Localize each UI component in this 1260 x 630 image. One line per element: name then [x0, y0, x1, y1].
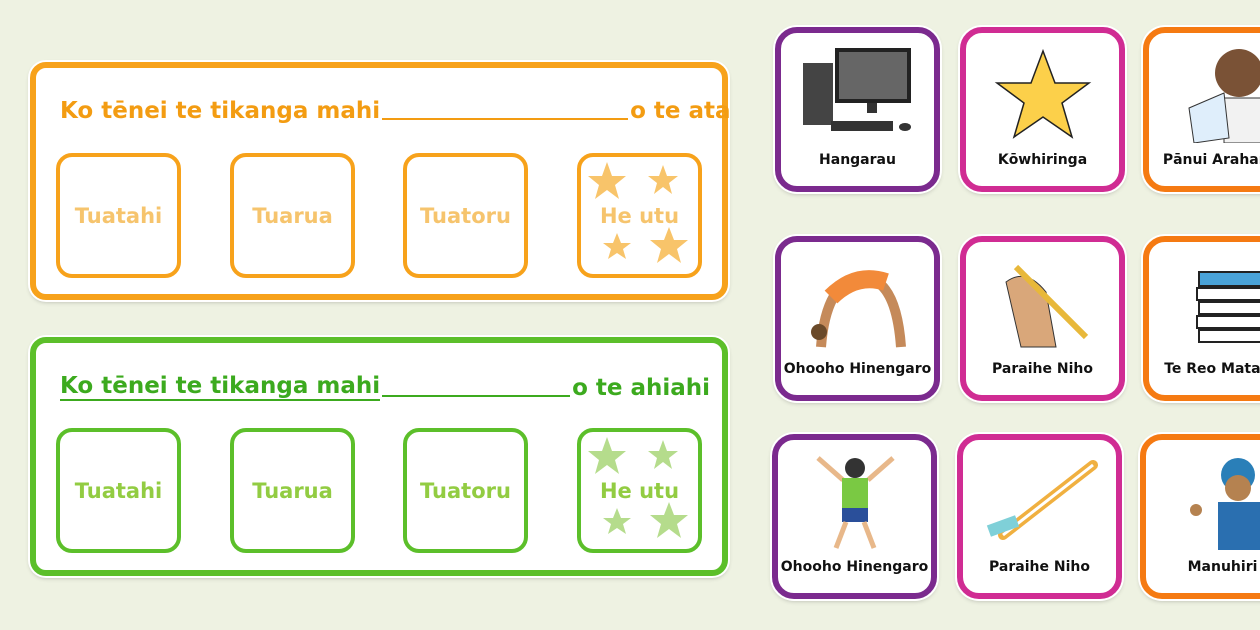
title-end: o te ahiahi [572, 375, 711, 401]
step-box-third: Tuatoru [403, 428, 528, 553]
star-jump-icon [816, 456, 895, 549]
stars-icon [588, 437, 688, 538]
board-title: Ko tēnei te tikanga mahi o te ata [60, 98, 731, 124]
card-paraihe-niho: Paraihe Niho [960, 236, 1125, 401]
books-icon [1196, 271, 1260, 343]
box-label: Tuatoru [420, 203, 511, 228]
card-label: Ohooho Hinengaro [783, 361, 932, 377]
card-label: Ohooho Hinengaro [780, 559, 929, 575]
computer-icon [803, 48, 911, 131]
card-label: Paraihe Niho [992, 361, 1093, 377]
card-label: Te Reo Matatini [1164, 361, 1260, 377]
reading-icon [1188, 49, 1260, 143]
card-label: Paraihe Niho [989, 559, 1090, 575]
box-label: Tuatahi [74, 478, 163, 503]
box-label: Tuarua [252, 203, 333, 228]
box-label: He utu [599, 478, 680, 503]
title-start: Ko tēnei te tikanga mahi [60, 98, 381, 124]
morning-routine-board: Ko tēnei te tikanga mahi o te ata Tuatah… [30, 62, 731, 300]
star-icon [994, 48, 1092, 139]
evening-routine-board: Ko tēnei te tikanga mahi o te ahiahi Tua… [30, 337, 728, 576]
box-label: Tuatoru [420, 478, 511, 503]
writing-hand-icon [1005, 264, 1089, 348]
box-label: He utu [599, 203, 680, 228]
title-end: o te ata [630, 98, 731, 124]
blank-line [382, 118, 629, 120]
reward-box: He utu [577, 428, 702, 553]
card-ohooho-hinengaro: Ohooho Hinengaro [775, 236, 940, 401]
card-label: Kōwhiringa [997, 152, 1088, 168]
stars-icon [588, 162, 688, 263]
step-box-second: Tuarua [230, 153, 355, 278]
toothbrush-icon [986, 460, 1098, 540]
box-label: Tuarua [252, 478, 333, 503]
card-kowhiringa: Kōwhiringa [960, 27, 1125, 192]
card-paraihe-niho-2: Paraihe Niho [957, 434, 1122, 599]
step-box-first: Tuatahi [56, 428, 181, 553]
card-ohooho-hinengaro-2: Ohooho Hinengaro [772, 434, 937, 599]
card-label: Hangarau [819, 152, 896, 168]
step-box-first: Tuatahi [56, 153, 181, 278]
card-manuhiri: Manuhiri [1140, 434, 1260, 599]
board-title: Ko tēnei te tikanga mahi o te ahiahi [60, 373, 710, 401]
visitor-icon [1190, 458, 1260, 550]
step-box-third: Tuatoru [403, 153, 528, 278]
reward-box: He utu [577, 153, 702, 278]
yoga-icon [811, 270, 906, 348]
card-label: Pānui Arahanga [1162, 152, 1260, 168]
card-hangarau: Hangarau [775, 27, 940, 192]
box-label: Tuatahi [74, 203, 163, 228]
card-te-reo-matatini: Te Reo Matatini [1143, 236, 1260, 401]
blank-line [382, 395, 571, 397]
card-label: Manuhiri [1187, 559, 1258, 575]
card-panui: Pānui Arahanga [1143, 27, 1260, 192]
title-start: Ko tēnei te tikanga mahi [60, 373, 381, 401]
step-box-second: Tuarua [230, 428, 355, 553]
